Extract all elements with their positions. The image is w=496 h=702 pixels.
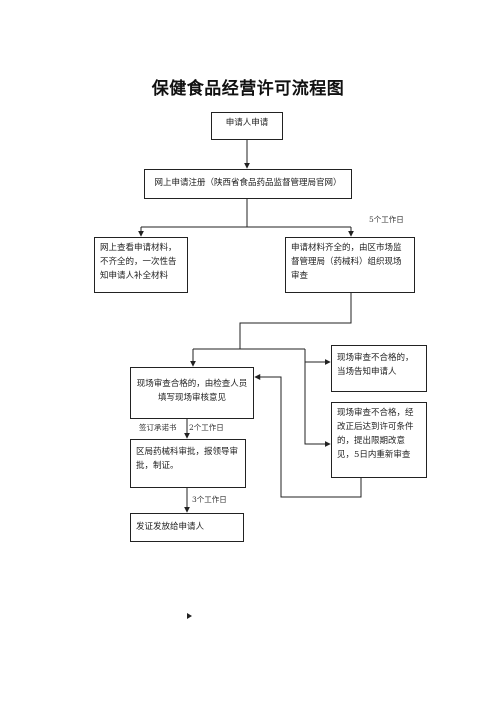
- arrow-fail-fix-loop-back: [254, 374, 362, 498]
- arrow-to-fail-fix: [304, 349, 331, 447]
- page-title: 保健食品经营许可流程图: [151, 79, 345, 99]
- node-complete: 申请材料齐全的，由区市场监督管理局（药械科）组织现场审查: [285, 237, 415, 293]
- node-approve: 区局药械科审批，报领导审批，制证。: [130, 439, 246, 488]
- label-sign: 签订承诺书: [139, 423, 177, 432]
- node-fail-inform: 现场审查不合格的，当场告知申请人: [331, 345, 427, 392]
- node-fail-fix: 现场审查不合格，经改正后达到许可条件的，提出限期改意见，5日内重新审查: [331, 402, 427, 478]
- node-issue: 发证发放给申请人: [130, 513, 244, 542]
- stray-arrowhead: [187, 613, 192, 619]
- node-incomplete: 网上查看申请材料，不齐全的，一次性告知申请人补全材料: [94, 237, 188, 293]
- node-apply: 申请人申请: [211, 112, 283, 140]
- node-register: 网上申请注册（陕西省食品药品监督管理局官网）: [144, 169, 352, 199]
- connector-complete-to-review: [239, 292, 352, 349]
- label-three-days: 3个工作日: [192, 495, 227, 504]
- label-two-days: 2个工作日: [189, 423, 224, 432]
- label-five-days: 5个工作日: [369, 215, 404, 224]
- node-pass: 现场审查合格的，由检查人员填写现场审核意见: [130, 367, 254, 419]
